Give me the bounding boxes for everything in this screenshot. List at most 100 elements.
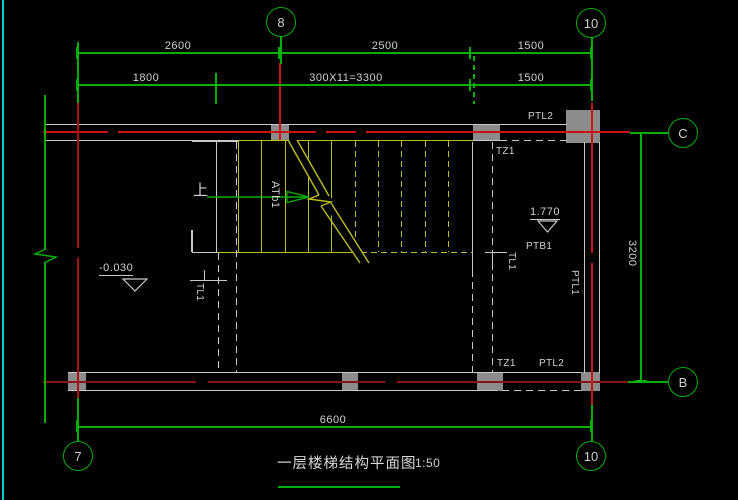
dim-line xyxy=(640,133,642,382)
column-corner-top xyxy=(566,110,600,143)
label-tz1-top: TZ1 xyxy=(496,146,515,157)
axis-line-10 xyxy=(591,263,593,405)
grid-label: B xyxy=(678,375,688,390)
section-mark xyxy=(191,230,193,252)
title-underline xyxy=(278,486,400,488)
viewport-margin-line xyxy=(2,0,4,500)
axis-line-c xyxy=(118,131,316,134)
axis-line-c xyxy=(326,131,356,134)
label-tz1-bottom: TZ1 xyxy=(497,358,516,369)
grid-bubble-c: C xyxy=(668,118,698,148)
elevation-triangle-floor xyxy=(121,278,149,292)
stair-edge-bottom-hidden xyxy=(361,252,472,254)
grid-label: 8 xyxy=(277,15,285,30)
dim-text: 3200 xyxy=(626,240,638,267)
beam-edge-top xyxy=(46,124,567,126)
stair-edge-right xyxy=(472,142,474,270)
stair-tread-hidden xyxy=(355,141,357,252)
landing-edge xyxy=(192,141,238,143)
axis-line-b xyxy=(43,381,196,384)
label-ptl2-bottom: PTL2 xyxy=(539,358,565,369)
bubble-leader xyxy=(630,132,668,134)
grid-label: 10 xyxy=(583,16,599,31)
bubble-leader xyxy=(591,405,593,441)
stair-edge-top xyxy=(238,140,473,142)
axis-line-10 xyxy=(591,103,593,253)
bubble-leader xyxy=(591,38,593,101)
label-up-direction: 上 xyxy=(193,182,209,199)
label-ptl1: PTL1 xyxy=(569,270,580,296)
label-tl1-left: TL1 xyxy=(194,283,205,302)
grid-label: 7 xyxy=(74,449,82,464)
drawing-title: 一层楼梯结构平面图 xyxy=(277,456,417,472)
hidden-line xyxy=(218,253,219,373)
axis-line-c xyxy=(43,131,108,134)
stair-break-line xyxy=(320,205,361,264)
tl1-leader-right-stub xyxy=(492,253,494,270)
dim-tick xyxy=(469,47,471,59)
extension-line-dashed xyxy=(473,56,475,104)
dim-tick xyxy=(278,47,280,59)
break-zigzag-left xyxy=(32,249,59,264)
elevation-floor: -0.030 xyxy=(99,262,134,276)
stair-tread-hidden xyxy=(425,141,427,252)
stair-tread-hidden xyxy=(378,141,380,252)
stair-tread xyxy=(331,141,333,252)
dim-text: 6600 xyxy=(319,414,347,426)
grid-bubble-8: 8 xyxy=(266,7,296,37)
axis-line-7 xyxy=(77,103,79,248)
beam-edge-bottom xyxy=(68,372,581,374)
bubble-leader xyxy=(77,398,79,441)
bubble-leader xyxy=(280,37,282,64)
dim-text: 1500 xyxy=(517,40,545,52)
label-tl1-right: TL1 xyxy=(506,252,517,271)
dim-tick xyxy=(469,79,471,91)
grid-bubble-7: 7 xyxy=(63,441,93,471)
label-stair-flight: ATb1 xyxy=(269,181,281,209)
tl1-leader-left-stub xyxy=(204,270,206,281)
break-line-left xyxy=(44,263,46,423)
landing-edge xyxy=(192,252,218,254)
axis-line-c xyxy=(366,131,630,134)
label-ptl2-top: PTL2 xyxy=(528,111,554,122)
axis-line-b xyxy=(208,381,385,384)
hidden-line xyxy=(472,270,473,373)
dim-line xyxy=(78,426,592,428)
grid-bubble-10-top: 10 xyxy=(576,8,606,38)
dim-line xyxy=(78,52,592,54)
stair-break-zigzag xyxy=(306,194,334,207)
beam-ptl1-edge xyxy=(599,142,601,373)
beam-edge-hidden xyxy=(490,390,581,391)
stair-edge-bottom xyxy=(218,252,361,254)
dim-text: 1500 xyxy=(517,72,545,84)
extension-line xyxy=(215,73,217,104)
stair-break-line xyxy=(296,139,330,197)
stair-break-line xyxy=(330,202,370,264)
bubble-leader xyxy=(628,381,668,383)
dim-text: 300X11=3300 xyxy=(309,72,383,84)
stair-tread-hidden xyxy=(401,141,403,252)
grid-label: C xyxy=(678,126,688,141)
hidden-line xyxy=(236,142,237,373)
tl1-leader-right xyxy=(485,252,507,254)
extension-line xyxy=(77,42,79,103)
grid-label: 10 xyxy=(583,449,599,464)
up-arrow-head xyxy=(286,190,310,204)
axis-line-b xyxy=(397,381,628,384)
dim-text: 2600 xyxy=(164,40,192,52)
dim-text: 2500 xyxy=(371,40,399,52)
stair-break-line xyxy=(287,139,320,196)
grid-bubble-10-bottom: 10 xyxy=(576,441,606,471)
stair-tread-hidden xyxy=(448,141,450,252)
break-line-left xyxy=(44,95,46,250)
elevation-landing: 1.770 xyxy=(530,206,561,220)
beam-ptl1-edge xyxy=(584,142,586,373)
tl1-leader-left xyxy=(190,280,227,282)
dim-text: 1800 xyxy=(132,72,160,84)
drawing-scale: 1:50 xyxy=(415,456,441,470)
label-ptb1: PTB1 xyxy=(526,241,553,252)
beam-edge xyxy=(68,390,490,392)
grid-bubble-b: B xyxy=(668,367,698,397)
